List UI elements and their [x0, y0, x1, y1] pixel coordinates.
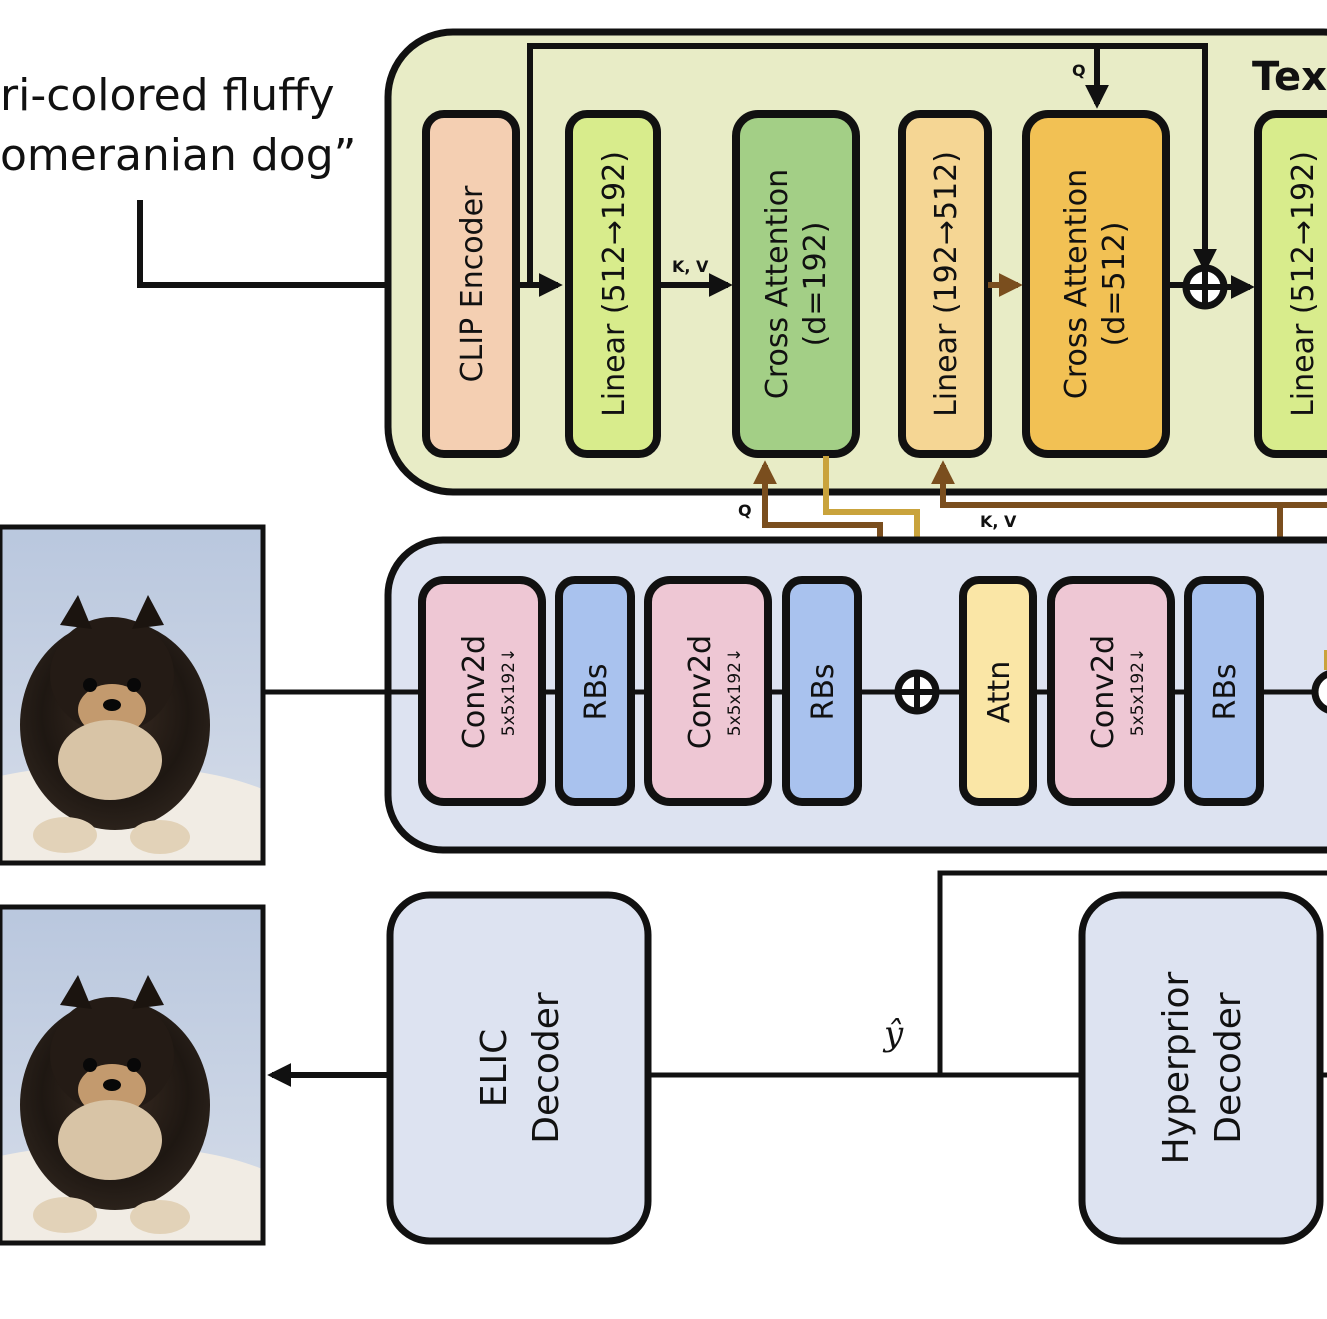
cross-attention-1-line2: (d=192): [798, 222, 833, 347]
hyperprior-decoder-line1: Hyperprior: [1156, 971, 1197, 1164]
linear-3-label: Linear (512→192): [1286, 151, 1321, 417]
input-dog-photo: [0, 524, 266, 866]
q-top-label: Q: [1072, 61, 1086, 80]
rbs-2-box: [782, 576, 862, 806]
prompt-line-2: omeranian dog”: [0, 130, 356, 181]
rbs-3-box: [1184, 576, 1264, 806]
linear-2-label: Linear (192→512): [929, 151, 964, 417]
hyperprior-decoder-box: [1078, 891, 1324, 1245]
rbs-1-box: [555, 576, 635, 806]
cross-attention-2-line1: Cross Attention: [1059, 169, 1094, 399]
conv2d-2-label: Conv2d: [683, 635, 718, 749]
elic-decoder-line1: ELIC: [474, 1029, 515, 1108]
attn-label: Attn: [982, 661, 1017, 724]
elic-decoder-box: [386, 891, 652, 1245]
kv-top-label: K, V: [672, 257, 709, 276]
cross-attention-2-box: [1022, 110, 1170, 458]
skip-connection-line: [527, 43, 1217, 285]
prompt-line-1: ri-colored fluffy: [0, 70, 335, 121]
conv2d-3-box: [1047, 576, 1175, 806]
cross-attention-1-line1: Cross Attention: [760, 169, 795, 399]
hyperprior-decoder-line2: Decoder: [1208, 992, 1249, 1144]
conv2d-2-box: [644, 576, 772, 806]
elic-decoder-line2: Decoder: [526, 992, 567, 1144]
conv2d-1-label: Conv2d: [457, 635, 492, 749]
yhat-branch-line: [937, 870, 1327, 1075]
rbs-1-label: RBs: [579, 663, 614, 720]
attn-box: [959, 576, 1037, 806]
clip-encoder-label: CLIP Encoder: [455, 185, 490, 382]
output-dog-photo: [0, 904, 266, 1246]
text-plus-node: [1182, 264, 1228, 310]
linear-1-label: Linear (512→192): [597, 151, 632, 417]
conv2d-1-spec: 5x5x192↓: [499, 648, 519, 736]
rbs-2-label: RBs: [806, 663, 841, 720]
kv-link-label: K, V: [980, 512, 1017, 531]
conv2d-1-box: [418, 576, 546, 806]
conv2d-2-spec: 5x5x192↓: [725, 648, 745, 736]
text-module-title: Tex: [1252, 54, 1327, 100]
image-plus-node: [894, 669, 940, 715]
conv2d-3-label: Conv2d: [1086, 635, 1121, 749]
cross-attention-1-box: [732, 110, 860, 458]
conv2d-3-spec: 5x5x192↓: [1128, 648, 1148, 736]
rbs-3-label: RBs: [1208, 663, 1243, 720]
q-link-label: Q: [738, 501, 752, 520]
linear-3-box: [1254, 110, 1327, 458]
yhat-label: ŷ: [882, 1014, 904, 1054]
image-plus-node-2: [1311, 670, 1327, 714]
cross-attention-2-line2: (d=512): [1097, 222, 1132, 347]
prompt-to-clip-arrow: [137, 200, 425, 297]
